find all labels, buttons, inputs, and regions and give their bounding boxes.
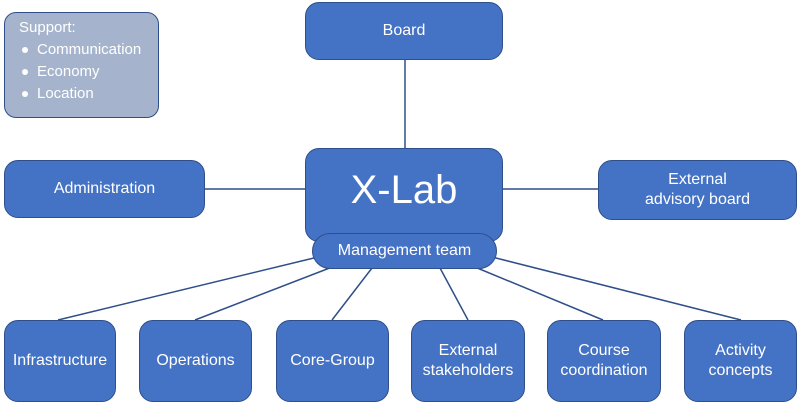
board-label: Board [382, 22, 426, 39]
infrastructure-node: Infrastructure [4, 320, 116, 402]
course-coordination-label: Course coordination [560, 342, 648, 379]
support-title: Support: [19, 19, 76, 36]
support-item-economy: Economy [19, 61, 158, 83]
support-item-location: Location [19, 83, 158, 105]
course-coordination-node: Course coordination [547, 320, 661, 402]
line-mgmt-core-group [331, 267, 373, 321]
support-list: Communication Economy Location [19, 39, 158, 105]
x-lab-label: X-Lab [350, 168, 458, 212]
line-mgmt-course-coordination [469, 264, 604, 321]
support-box: Support: Communication Economy Location [4, 12, 159, 118]
activity-concepts-node: Activity concepts [684, 320, 797, 402]
administration-label: Administration [53, 180, 156, 197]
management-team-node: Management team [312, 233, 497, 269]
core-group-label: Core-Group [290, 352, 375, 369]
external-stakeholders-label: External stakeholders [422, 342, 514, 379]
core-group-node: Core-Group [276, 320, 389, 402]
infrastructure-label: Infrastructure [12, 352, 108, 369]
line-mgmt-operations [194, 263, 341, 321]
x-lab-center-node: X-Lab [305, 148, 503, 242]
operations-label: Operations [156, 352, 235, 369]
activity-concepts-label: Activity concepts [708, 342, 773, 379]
external-advisory-board-label: External advisory board [645, 171, 750, 208]
administration-node: Administration [4, 160, 205, 218]
external-stakeholders-node: External stakeholders [411, 320, 525, 402]
line-mgmt-infrastructure [57, 256, 319, 321]
external-advisory-board-node: External advisory board [598, 160, 797, 220]
support-item-communication: Communication [19, 39, 158, 61]
management-team-label: Management team [337, 242, 472, 259]
board-node: Board [305, 2, 503, 60]
line-mgmt-external-stakeholders [439, 267, 469, 321]
operations-node: Operations [139, 320, 252, 402]
line-mgmt-activity-concepts [491, 256, 742, 321]
